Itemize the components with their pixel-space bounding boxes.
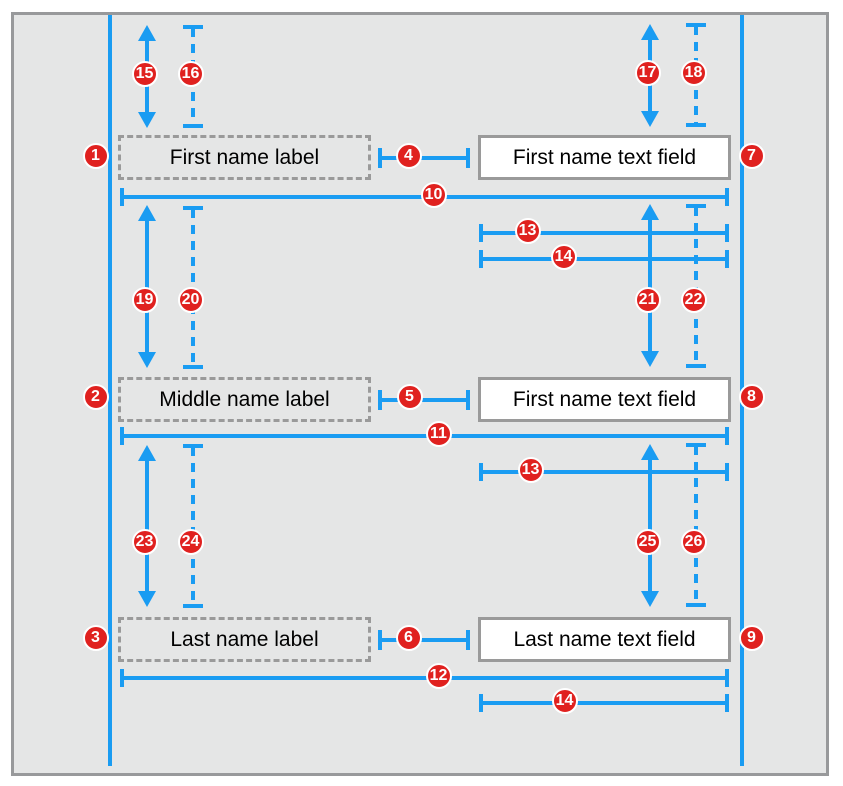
measure-line-horizontal [479,463,729,481]
first-name-label-box: First name label [118,135,371,180]
constraint-badge-20: 20 [177,286,204,313]
dashed-shaft [694,446,698,604]
middle-name-label-text: Middle name label [159,387,330,411]
last-name-label-text: Last name label [170,627,319,651]
constraint-badge-12: 12 [425,662,452,689]
last-name-row: Last name label Last name text field [0,617,843,662]
dashed-guide-vertical [686,204,706,368]
measure-arrow-vertical [641,204,659,367]
arrow-shaft [145,458,149,594]
dashed-guide-vertical [183,444,203,608]
measure-line-horizontal [479,224,729,242]
measure-line-horizontal [479,250,729,268]
constraint-badge-17: 17 [634,59,661,86]
constraint-badge-15: 15 [131,60,158,87]
dashed-shaft [694,207,698,365]
constraint-badge-26: 26 [680,528,707,555]
constraint-badge-24: 24 [177,528,204,555]
constraint-badge-8: 8 [738,383,765,410]
middle-name-field-text: First name text field [512,387,697,411]
first-name-label-text: First name label [169,145,320,169]
dashed-guide-vertical [686,443,706,607]
constraint-badge-23: 23 [131,528,158,555]
last-name-label-box: Last name label [118,617,371,662]
left-margin-guide [108,15,112,766]
constraint-badge-16: 16 [177,60,204,87]
middle-name-row: Middle name label First name text field [0,377,843,422]
constraint-badge-4: 4 [395,142,422,169]
constraint-badge-10: 10 [420,181,447,208]
constraint-badge-14: 14 [551,687,578,714]
label-field-spacing-line [378,147,470,168]
measure-arrow-vertical [641,444,659,607]
label-field-spacing-line [378,389,470,410]
first-name-row: First name label First name text field [0,135,843,180]
constraint-badge-9: 9 [738,624,765,651]
first-name-field-text: First name text field [512,145,697,169]
middle-name-text-field-box: First name text field [478,377,731,422]
constraint-badge-11: 11 [425,420,452,447]
last-name-field-text: Last name text field [513,627,696,651]
constraint-badge-14: 14 [550,243,577,270]
constraint-badge-21: 21 [634,286,661,313]
constraint-badge-18: 18 [680,59,707,86]
constraint-badge-7: 7 [738,142,765,169]
measure-line-horizontal [479,694,729,712]
last-name-text-field-box: Last name text field [478,617,731,662]
constraint-badge-5: 5 [396,383,423,410]
measure-line-horizontal [120,427,729,445]
constraint-badge-13: 13 [517,456,544,483]
constraint-badge-2: 2 [82,383,109,410]
measure-arrow-vertical [138,445,156,607]
arrow-shaft [648,457,652,594]
constraint-badge-6: 6 [395,624,422,651]
first-name-text-field-box: First name text field [478,135,731,180]
constraint-badge-22: 22 [680,286,707,313]
constraint-badge-1: 1 [82,142,109,169]
middle-name-label-box: Middle name label [118,377,371,422]
measure-line-horizontal [120,669,729,687]
dashed-shaft [191,447,195,605]
constraint-badge-13: 13 [514,217,541,244]
label-field-spacing-line [378,629,470,650]
constraint-badge-25: 25 [634,528,661,555]
constraint-badge-19: 19 [131,286,158,313]
constraint-badge-3: 3 [82,624,109,651]
arrow-shaft [648,217,652,354]
